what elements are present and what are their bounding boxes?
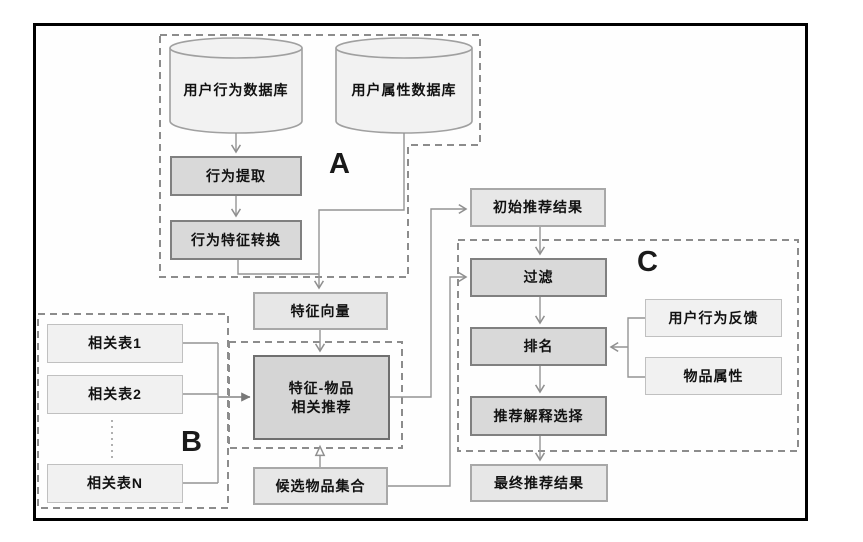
conn-transform-to-junction [237,260,319,275]
conn-feature-item-to-initial-results [390,203,468,398]
node-related-table-n: 相关表N [47,464,183,503]
group-c-label: C [637,246,658,278]
conn-candidate-to-filter [388,271,468,487]
group-a-label: A [329,148,350,180]
node-feature-vector: 特征向量 [253,292,388,330]
node-item-attributes: 物品属性 [645,357,782,395]
node-user-behavior-db-label: 用户行为数据库 [183,82,289,98]
node-behavior-extraction: 行为提取 [170,156,302,196]
node-ranking: 排名 [470,327,607,366]
node-candidate-item-set: 候选物品集合 [253,467,388,505]
database-shapes [169,37,473,134]
node-behavior-feature-transform: 行为特征转换 [170,220,302,260]
conn-feedback-bracket [627,317,645,378]
node-explanation-selection: 推荐解释选择 [470,396,607,436]
group-a-border [159,34,481,278]
node-related-table-1: 相关表1 [47,324,183,363]
node-final-recommendation-results: 最终推荐结果 [470,464,608,502]
conn-db2-to-feature-vector [313,133,405,290]
group-c-border [457,239,799,452]
user-attribute-db-cylinder [335,37,473,134]
node-user-attribute-db-label: 用户属性数据库 [351,82,457,98]
node-related-table-2: 相关表2 [47,375,183,414]
user-behavior-db-cylinder [169,37,303,134]
node-filter: 过滤 [470,258,607,297]
feature-item-line1: 特征-物品 [288,379,355,396]
connectors [111,133,645,487]
conn-related-tables-bus [183,342,219,484]
node-initial-recommendation-results: 初始推荐结果 [470,188,606,227]
node-feature-item-recommendation: 特征-物品 相关推荐 [253,355,390,440]
feature-item-line2: 相关推荐 [291,398,352,415]
group-b-label: B [181,426,202,458]
node-user-behavior-feedback: 用户行为反馈 [645,299,782,337]
